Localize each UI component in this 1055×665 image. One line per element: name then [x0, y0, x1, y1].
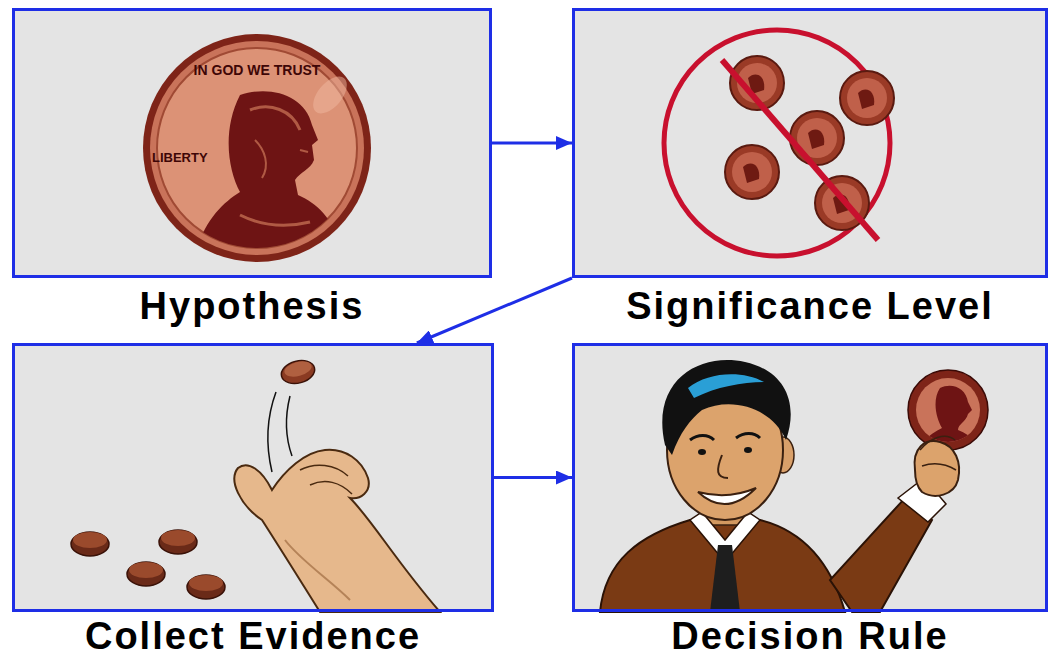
smiling-man-picture-part: [698, 449, 706, 455]
smiling-man-picture-part: [688, 374, 764, 398]
no-coins-sign: [664, 30, 894, 256]
small-coins-part: [808, 129, 824, 149]
step-heading: Decision Rule: [572, 616, 1048, 656]
picture-panel: Collect Evidence: [12, 343, 494, 656]
ground-coins-part: [189, 575, 223, 591]
penny-picture-part: [143, 34, 371, 262]
penny-picture: [143, 34, 371, 262]
smiling-man-picture-part: [600, 520, 845, 612]
step-heading: Hypothesis: [12, 286, 492, 326]
coin-toss-picture-part: [268, 392, 276, 472]
smiling-man-picture-part: [744, 447, 752, 453]
small-coins-part: [840, 71, 894, 125]
small-coins-part: [743, 163, 759, 183]
flow-arrow: [417, 278, 572, 343]
smiling-man-picture-part: [736, 434, 760, 439]
ground-coins-part: [129, 562, 163, 578]
ground-coins-part: [127, 562, 165, 586]
smiling-man-picture: [600, 360, 988, 612]
panel-frame: [572, 343, 1048, 612]
ground-coins-part: [71, 532, 109, 556]
coin-toss-picture-part: [286, 396, 292, 456]
smiling-man-picture-part: [718, 455, 728, 478]
smiling-man-picture-part-part: [920, 386, 980, 450]
panel-grounds-part: [572, 8, 1048, 278]
penny-picture-part-part: [195, 91, 345, 260]
small-coins-part: [725, 145, 779, 199]
picture-panel: Decision Rule: [572, 343, 1048, 656]
no-coins-sign-part: [722, 60, 878, 240]
coin-inscription: LIBERTY: [152, 150, 208, 166]
step-heading: Significance Level: [572, 286, 1048, 326]
coin-inscription: IN GOD WE TRUST: [194, 62, 321, 78]
panel-grounds: [12, 8, 1048, 612]
ground-coins-part: [187, 575, 225, 599]
smiling-man-picture-part: [830, 498, 932, 612]
small-coins-part: [732, 152, 772, 192]
step-heading: Collect Evidence: [12, 616, 494, 656]
penny-picture-part-part: [255, 140, 266, 178]
smiling-man-picture-part: [920, 436, 955, 450]
smiling-man-picture-part: [920, 386, 980, 450]
smiling-man-picture-part: [710, 545, 740, 612]
smiling-man-picture-part: [908, 370, 988, 450]
penny-picture-part-part: [300, 150, 308, 152]
penny-picture-part: [195, 91, 345, 260]
no-coins-sign-part: [664, 30, 890, 256]
smiling-man-picture-part: [690, 436, 714, 441]
smiling-man-picture-part: [698, 488, 756, 504]
small-coins: [725, 56, 894, 230]
coin-toss-picture-part: [285, 540, 350, 600]
picture-panel: Significance Level: [572, 8, 1048, 326]
small-coins-part: [847, 78, 887, 118]
smiling-man-picture-part: [662, 360, 790, 455]
small-coins-part: [858, 89, 874, 109]
coin-toss-picture-part: [310, 482, 352, 494]
panel-frame: [12, 8, 492, 278]
coin-toss-picture: [71, 357, 440, 612]
coin-toss-picture-part: [283, 359, 314, 380]
panel-frame: [572, 8, 1048, 278]
ground-coins-part: [161, 530, 195, 546]
ground-coins-part: [159, 530, 197, 554]
panel-frame: [12, 343, 494, 612]
picture-panel: Hypothesis: [12, 8, 492, 326]
panel-grounds-part: [12, 8, 492, 278]
penny-picture-part-part: [240, 215, 310, 225]
flow-arrow: [492, 142, 572, 145]
penny-picture-part-part: [250, 107, 300, 130]
small-coins-part: [790, 111, 844, 165]
flow-arrow: [494, 476, 572, 479]
smiling-man-picture-part: [922, 464, 956, 470]
coin-toss-picture-part: [300, 465, 348, 476]
panel-grounds-part: [572, 343, 1048, 612]
coin-toss-picture-part: [279, 357, 318, 387]
coin-toss-picture-part: [234, 450, 440, 612]
ground-coins-part: [73, 532, 107, 548]
ground-coins: [71, 530, 225, 599]
panel-grounds-part: [12, 343, 494, 612]
